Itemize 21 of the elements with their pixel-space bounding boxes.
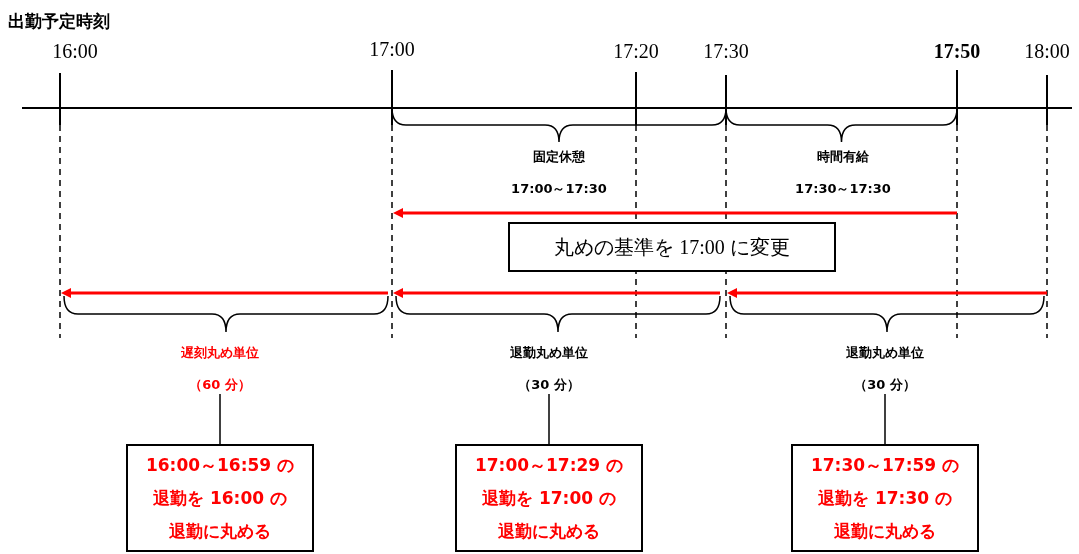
period-label: 時間有給 [817,148,869,166]
unit-label: 退勤丸め単位 [510,345,588,360]
period-label: 17:00～17:30 [511,180,607,198]
note-box: 丸めの基準を 17:00 に変更 [508,222,836,272]
time-label: 17:50 [933,40,981,63]
time-label: 17:20 [613,40,659,63]
unit-label: 遅刻丸め単位 [181,345,259,360]
period-label: 固定休憩 [533,148,585,166]
time-label: 17:30 [703,40,749,63]
unit-label: 退勤丸め単位 [846,345,924,360]
time-label: 17:00 [369,38,415,61]
unit-label: （30 分） [854,377,916,392]
leader-line [219,393,221,445]
unit-label: （30 分） [518,377,580,392]
unit-label: （60 分） [189,377,251,392]
period-label: 17:30～17:30 [795,180,891,198]
time-label: 16:00 [52,40,98,63]
diagram-title: 出勤予定時刻 [8,10,110,33]
time-label: 18:00 [1024,40,1070,63]
leader-line [884,393,886,445]
leader-line [548,393,550,445]
